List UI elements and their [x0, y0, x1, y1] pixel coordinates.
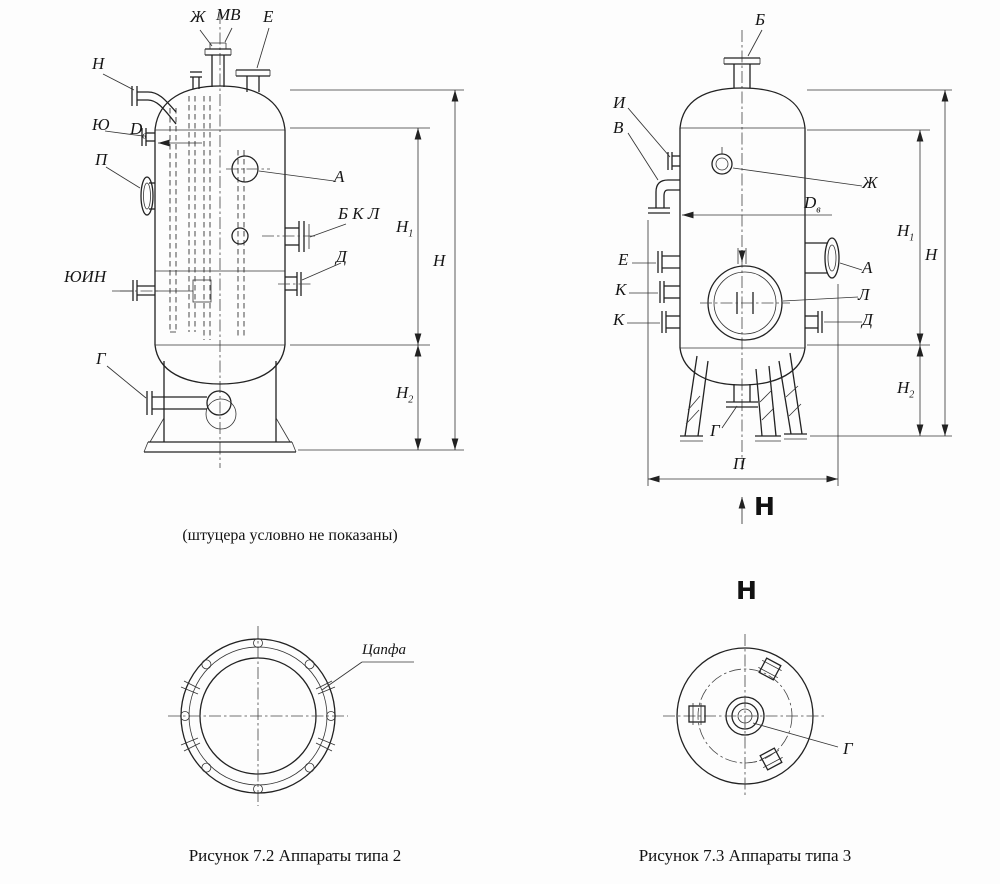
vessel3-top-view: [663, 634, 839, 798]
dim-h1-sub: 1: [408, 228, 414, 240]
label-fig3-g: Г: [710, 421, 720, 440]
vessel2-leader-lines: [102, 27, 347, 399]
label-fig2-e: Е: [263, 7, 274, 26]
dim-h1-base: Н: [396, 217, 409, 236]
vessel3-leader-lines: [627, 29, 863, 429]
label-fig3-dim-h1: Н1: [897, 222, 914, 243]
label-trunnion: Цапфа: [362, 642, 406, 658]
label-fig3-dim-h: Н: [925, 245, 938, 264]
label-fig2-a: А: [334, 167, 345, 186]
label-fig2-mv: МВ: [216, 5, 241, 24]
label-fig2-p: П: [95, 150, 108, 169]
vessel2-nozzle-yu: [141, 128, 155, 146]
label-fig3-k1: К: [615, 280, 627, 299]
vessel2-sight-glass: [231, 227, 249, 245]
view-title-letter: Н: [736, 576, 757, 605]
dim-h2-base: Н: [396, 383, 409, 402]
vessel2-nozzle-bkl: [262, 221, 318, 252]
label-fig3-e: Е: [618, 250, 629, 269]
vessel3-sight-glass-zh: [711, 147, 733, 175]
label-fig3-zh: Ж: [862, 173, 878, 192]
dim3-h2-base: Н: [897, 378, 910, 397]
vessel3-shell: [679, 87, 806, 386]
label-fig3-i: И: [613, 93, 626, 112]
label-fig3-b: Б: [755, 10, 766, 29]
vessel3-nozzle-k2: [661, 311, 680, 333]
vessel3-internal-dip-pipe: [737, 248, 747, 264]
vessel2-nozzle-e: [235, 69, 271, 92]
vessel3-nozzle-d: [805, 311, 823, 333]
label-fig3-l: Л: [858, 285, 870, 304]
label-fig2-g: Г: [96, 349, 106, 368]
dim3-h1-sub: 1: [909, 232, 915, 244]
label-fig2-yuin: ЮИН: [64, 267, 107, 286]
label-fig2-dim-h: Н: [433, 251, 446, 270]
label-fig2-dv: Dв: [130, 120, 147, 141]
vessel3-dimensions: [647, 89, 952, 486]
vessel2-nozzle-mv: [204, 42, 232, 87]
label-fig3-dv: Dв: [804, 194, 821, 215]
caption-fig2: Рисунок 7.2 Аппараты типа 2: [188, 846, 402, 865]
label-fig2-dv-sub: в: [142, 130, 147, 142]
dim-h2-sub: 2: [408, 394, 414, 406]
label-fig3-dv-sub: в: [816, 204, 821, 216]
label-fig2-dim-h1: Н1: [396, 218, 413, 239]
vessel2-top-view: [168, 626, 414, 806]
vessel3-nozzle-a: [805, 237, 840, 279]
dim3-h2-sub: 2: [909, 389, 915, 401]
label-fig2-yu: Ю: [92, 115, 110, 134]
label-fig2-n: Н: [92, 54, 105, 73]
vessel3-legs: [680, 352, 807, 442]
label-fig2-d: Д: [336, 247, 347, 266]
vessel2-internal-pipes: [155, 96, 245, 340]
vessel3-nozzle-i-stub: [667, 152, 680, 170]
label-fig3-dim-p: П: [733, 454, 746, 473]
vessel3-nozzle-k1: [659, 281, 680, 303]
view-arrow-letter: Н: [754, 492, 775, 521]
dim3-h1-base: Н: [897, 221, 910, 240]
label-fig3-a: А: [862, 258, 873, 277]
label-fig2-bkl: Б К Л: [338, 204, 380, 223]
vessel2-skirt-support: [143, 361, 297, 453]
label-fig3-d: Д: [862, 310, 873, 329]
label-fig3-dv-base: D: [804, 193, 817, 212]
vessel2-manhole-a: [226, 155, 270, 183]
vessel2-nozzle-d: [278, 272, 312, 296]
vessel2-nozzle-zh: [190, 71, 202, 89]
label-fig3-v: В: [613, 118, 624, 137]
label-fig3-k2: К: [613, 310, 625, 329]
vessel2-drain-pipe: [146, 390, 232, 416]
label-fig2-dim-h2: Н2: [396, 384, 413, 405]
vessel2-dimensions: [290, 89, 464, 451]
vessel3-manhole-l: [700, 265, 790, 341]
vessel3-nozzle-g-bottom: [726, 384, 758, 408]
caption-fig3: Рисунок 7.3 Аппараты типа 3: [638, 846, 852, 865]
vessel3-nozzle-b: [723, 57, 761, 88]
vessel3-nozzle-e: [657, 251, 680, 273]
label-fig2-zh: Ж: [190, 7, 206, 26]
note-nozzles-not-shown: (штуцера условно не показаны): [182, 527, 398, 544]
label-fig2-dv-base: D: [130, 119, 143, 138]
vessel2-nozzle-p: [140, 176, 155, 216]
vessel2-nozzle-yuin: [120, 280, 160, 301]
label-fig3-topview-g: Г: [843, 739, 853, 758]
label-fig3-dim-h2: Н2: [897, 379, 914, 400]
vessel3-nozzle-v-elbow: [648, 179, 680, 214]
